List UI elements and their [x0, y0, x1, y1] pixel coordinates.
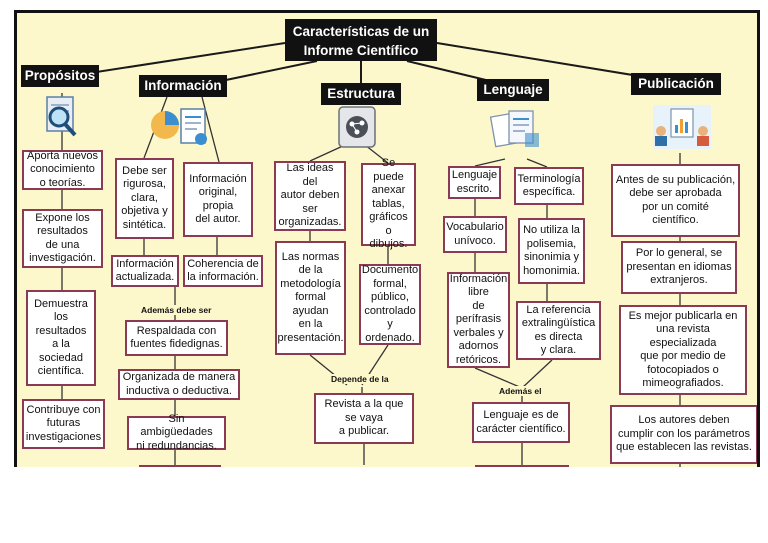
publicacion-node-3: Es mejor publicarla en una revista espec… [619, 305, 747, 395]
lenguaje-node-6: La referencia extralingüística es direct… [516, 301, 601, 360]
estructura-connector: Depende de la [329, 374, 391, 384]
diagram-title: Características de un Informe Científico [285, 19, 437, 61]
informacion-node-8-partial [139, 465, 221, 467]
informacion-node-4: Coherencia de la información. [183, 255, 263, 287]
lenguaje-connector: Además el [497, 386, 544, 396]
propositos-node-3: Demuestra los resultados a la sociedad c… [26, 290, 96, 386]
informacion-connector: Además debe ser [139, 305, 214, 315]
publicacion-node-2: Por lo general, se presentan en idiomas … [621, 241, 737, 294]
publicacion-node-4: Los autores deben cumplir con los paráme… [610, 405, 757, 464]
header-propositos: Propósitos [21, 65, 99, 87]
network-document-icon [338, 106, 376, 148]
lenguaje-node-7: Lenguaje es de carácter científico. [472, 402, 570, 443]
concept-map: Características de un Informe Científico… [14, 10, 760, 467]
informacion-node-5: Respaldada con fuentes fidedignas. [125, 320, 228, 356]
propositos-node-2: Expone los resultados de una investigaci… [22, 209, 103, 268]
lenguaje-node-2: Terminología específica. [514, 167, 584, 205]
header-informacion: Información [139, 75, 227, 97]
lenguaje-node-3: Vocabulario unívoco. [443, 216, 507, 253]
informacion-node-6: Organizada de manera inductiva o deducti… [118, 369, 240, 400]
informacion-node-2: Información original, propia del autor. [183, 162, 253, 237]
publicacion-node-1: Antes de su publicación, debe ser aproba… [611, 164, 740, 237]
pie-chart-documents-icon [151, 108, 207, 145]
header-estructura: Estructura [321, 83, 401, 105]
informacion-node-1: Debe ser rigurosa, clara, objetiva y sin… [115, 158, 174, 239]
estructura-node-4: Documento formal, público, controlado y … [359, 264, 421, 345]
header-publicacion: Publicación [631, 73, 721, 95]
lenguaje-node-4: No utiliza la polisemia, sinonimia y hom… [518, 218, 585, 284]
informacion-node-3: Información actualizada. [111, 255, 179, 287]
lenguaje-node-8-partial [475, 465, 569, 467]
team-charts-icon [653, 105, 711, 149]
lenguaje-node-5: Información libre de perífrasis verbales… [447, 272, 510, 368]
estructura-node-5: Revista a la que se vaya a publicar. [314, 393, 414, 444]
header-lenguaje: Lenguaje [477, 79, 549, 101]
estructura-node-3: Las normas de la metodología formal ayud… [275, 241, 346, 355]
informacion-node-7: Sin ambigüedades ni redundancias. [127, 413, 226, 452]
estructura-node-2: Se puede anexar tablas, gráficos o dibuj… [361, 157, 416, 250]
documents-stack-icon [489, 110, 539, 148]
estructura-node-1: Las ideas del autor deben ser organizada… [274, 161, 346, 231]
propositos-node-4: Contribuye con futuras investigaciones [22, 399, 105, 449]
propositos-node-1: Aporta nuevos conocimiento o teorías. [22, 150, 103, 190]
lenguaje-node-1: Lenguaje escrito. [448, 166, 501, 199]
magnifier-document-icon [46, 96, 77, 137]
